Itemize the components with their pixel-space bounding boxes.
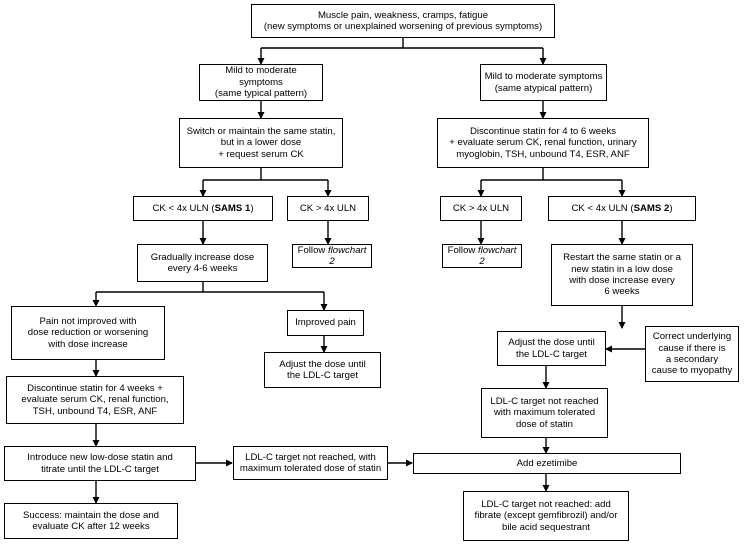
node-typical-pattern-line2: (same typical pattern) [214, 88, 308, 100]
node-pain-not-improved-line1: Pain not improved with [39, 315, 137, 327]
node-initial-symptoms-line1: Muscle pain, weakness, cramps, fatigue [317, 9, 489, 21]
node-ldl-not-reached-right-line1: LDL-C target not reached [490, 395, 599, 407]
node-ck-lt-sams1-bold: SAMS 1 [214, 202, 251, 214]
node-introduce-new-statin-line2: titrate until the LDL-C target [41, 463, 159, 475]
node-ck-lt-sams1-prefix: CK < 4x ULN ( [152, 202, 215, 214]
node-introduce-new-statin: Introduce new low-dose statin and titrat… [4, 446, 196, 481]
node-follow-right-prefix: Follow [447, 244, 478, 256]
node-adjust-dose-left-line2: the LDL-C target [287, 370, 358, 381]
node-adjust-dose-left-line1: Adjust the dose until [279, 358, 366, 370]
node-follow-flowchart2-left-text: Follow flowchart 2 [296, 245, 368, 268]
node-gradually-increase-line2: every 4-6 weeks [167, 263, 238, 274]
node-ck-lt-sams2-suffix: ) [669, 202, 673, 214]
node-switch-statin-line2: but in a lower dose [220, 137, 302, 149]
node-follow-left-italic: flowchart 2 [328, 244, 367, 267]
node-improved-pain: Improved pain [287, 310, 364, 336]
node-add-fibrate-line3: bile acid sequestrant [502, 521, 590, 533]
connector-right-split [481, 168, 622, 181]
node-atypical-pattern: Mild to moderate symptoms (same atypical… [480, 64, 607, 101]
node-adjust-dose-right: Adjust the dose until the LDL-C target [497, 331, 606, 366]
node-add-ezetimibe: Add ezetimibe [413, 453, 681, 474]
node-success-line2: evaluate CK after 12 weeks [32, 521, 150, 532]
node-follow-flowchart2-right-text: Follow flowchart 2 [446, 245, 518, 268]
node-correct-cause-line1: Correct underlying [652, 331, 732, 343]
node-restart-statin-line4: 6 weeks [604, 286, 640, 298]
node-restart-statin-line3: with dose increase every [569, 275, 675, 286]
node-typical-pattern-line1: Mild to moderate symptoms [225, 65, 297, 88]
node-ldl-not-reached-mid-line2: maximum tolerated dose of statin [239, 463, 382, 474]
node-discontinue-4-weeks-line1: Discontinue statin for 4 weeks + [27, 382, 163, 394]
node-correct-cause-line2: cause if there is [658, 342, 726, 354]
node-adjust-dose-right-line1: Adjust the dose until [508, 337, 595, 349]
node-success: Success: maintain the dose and evaluate … [4, 503, 178, 539]
node-ck-lt-sams2: CK < 4x ULN (SAMS 2) [548, 196, 696, 221]
node-pain-not-improved: Pain not improved with dose reduction or… [11, 306, 165, 360]
node-restart-statin-line1: Restart the same statin or a [563, 252, 681, 264]
node-improved-pain-text: Improved pain [295, 317, 356, 329]
node-discontinue-4-6-weeks-line3: myoglobin, TSH, unbound T4, ESR, ANF [456, 148, 630, 160]
node-gradually-increase-line1: Gradually increase dose [150, 251, 255, 263]
node-follow-right-italic: flowchart 2 [478, 244, 517, 267]
node-discontinue-4-weeks: Discontinue statin for 4 weeks + evaluat… [6, 376, 184, 424]
node-switch-statin: Switch or maintain the same statin, but … [179, 118, 343, 168]
node-adjust-dose-left: Adjust the dose until the LDL-C target [264, 352, 381, 388]
node-restart-statin-line2: new statin in a low dose [571, 263, 673, 275]
node-gradually-increase: Gradually increase dose every 4-6 weeks [137, 244, 268, 282]
node-discontinue-4-6-weeks-line2: + evaluate serum CK, renal function, uri… [449, 137, 637, 149]
node-correct-cause: Correct underlying cause if there is a s… [645, 326, 739, 382]
node-discontinue-4-weeks-line3: TSH, unbound T4, ESR, ANF [32, 405, 158, 417]
node-atypical-pattern-line1: Mild to moderate symptoms [484, 71, 603, 83]
node-correct-cause-line4: cause to myopathy [651, 365, 733, 377]
connector-increase-split [96, 282, 324, 293]
node-follow-flowchart2-right: Follow flowchart 2 [442, 244, 522, 268]
node-initial-symptoms-line2: (new symptoms or unexplained worsening o… [263, 21, 543, 32]
node-ck-lt-sams1-suffix: ) [250, 202, 254, 214]
node-discontinue-4-6-weeks: Discontinue statin for 4 to 6 weeks + ev… [437, 118, 649, 168]
node-add-fibrate-line2: fibrate (except gemfibrozil) and/or [474, 510, 618, 522]
connector-top-split [261, 38, 543, 49]
node-adjust-dose-right-line2: the LDL-C target [516, 348, 587, 360]
node-atypical-pattern-line2: (same atypical pattern) [494, 82, 593, 94]
node-add-fibrate-line1: LDL-C target not reached: add [481, 498, 611, 510]
node-follow-flowchart2-left: Follow flowchart 2 [292, 244, 372, 268]
node-ck-gt-right: CK > 4x ULN [440, 196, 522, 221]
node-ldl-not-reached-mid: LDL-C target not reached, with maximum t… [233, 446, 388, 480]
node-follow-left-prefix: Follow [297, 244, 328, 256]
node-switch-statin-line3: + request serum CK [218, 148, 304, 160]
node-ck-gt-left-text: CK > 4x ULN [299, 202, 357, 214]
node-ck-gt-right-text: CK > 4x ULN [452, 202, 510, 214]
node-pain-not-improved-line3: with dose increase [48, 338, 128, 350]
node-ldl-not-reached-right-line3: dose of statin [515, 418, 574, 430]
node-add-fibrate: LDL-C target not reached: add fibrate (e… [463, 491, 629, 541]
node-restart-statin: Restart the same statin or a new statin … [551, 244, 693, 306]
node-correct-cause-line3: a secondary [665, 354, 719, 365]
node-introduce-new-statin-line1: Introduce new low-dose statin and [27, 452, 173, 464]
node-switch-statin-line1: Switch or maintain the same statin, [186, 125, 336, 137]
node-initial-symptoms: Muscle pain, weakness, cramps, fatigue (… [251, 4, 555, 38]
connector-left-split [203, 168, 328, 181]
node-ck-gt-left: CK > 4x ULN [287, 196, 369, 221]
node-success-line1: Success: maintain the dose and [23, 509, 159, 521]
node-ldl-not-reached-mid-line1: LDL-C target not reached, with [245, 451, 376, 463]
node-pain-not-improved-line2: dose reduction or worsening [27, 327, 149, 339]
node-ck-lt-sams1-text: CK < 4x ULN (SAMS 1) [152, 203, 253, 214]
node-ck-lt-sams2-text: CK < 4x ULN (SAMS 2) [571, 203, 672, 214]
node-discontinue-4-6-weeks-line1: Discontinue statin for 4 to 6 weeks [469, 125, 617, 137]
node-ck-lt-sams2-prefix: CK < 4x ULN ( [571, 202, 634, 214]
node-ldl-not-reached-right: LDL-C target not reached with maximum to… [481, 388, 608, 438]
node-ck-lt-sams2-bold: SAMS 2 [633, 202, 670, 214]
node-typical-pattern: Mild to moderate symptoms (same typical … [199, 64, 323, 101]
node-ck-lt-sams1: CK < 4x ULN (SAMS 1) [133, 196, 273, 221]
node-ldl-not-reached-right-line2: with maximum tolerated [493, 407, 596, 419]
node-add-ezetimibe-text: Add ezetimibe [516, 457, 578, 469]
node-discontinue-4-weeks-line2: evaluate serum CK, renal function, [21, 394, 169, 406]
